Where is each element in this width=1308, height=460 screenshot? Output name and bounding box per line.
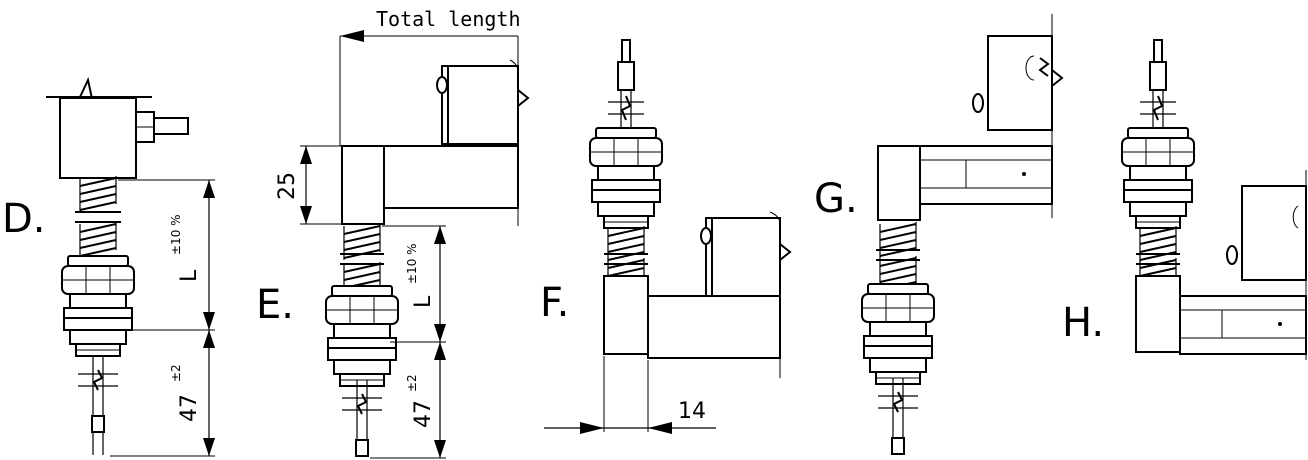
e-block-height: 25: [275, 172, 300, 200]
d-tail-tolerance: ±2: [169, 364, 183, 382]
d-length-tolerance: ±10 %: [169, 214, 183, 255]
variant-h: H.: [1062, 39, 1307, 360]
e-length-tolerance: ±10 %: [405, 243, 419, 284]
variant-h-label: H.: [1062, 300, 1104, 346]
f-offset-width: 14: [678, 399, 706, 424]
e-length-symbol: L: [411, 295, 436, 308]
d-length-symbol: L: [177, 269, 202, 282]
e-total-length: Total length: [376, 7, 521, 31]
d-tail-length: 47: [177, 394, 202, 422]
e-tail-tolerance: ±2: [405, 374, 419, 392]
variant-d-label: D.: [2, 196, 46, 242]
e-tail-length: 47: [411, 400, 436, 428]
variant-g: G.: [814, 14, 1064, 455]
variant-g-label: G.: [814, 176, 858, 222]
variant-e: E. Total length 25: [256, 7, 530, 459]
variant-f: F. 14: [540, 39, 792, 434]
variant-e-label: E.: [256, 282, 294, 328]
variant-d: D. L ±10 % 47 ±2: [2, 76, 215, 457]
variant-f-label: F.: [540, 280, 569, 326]
